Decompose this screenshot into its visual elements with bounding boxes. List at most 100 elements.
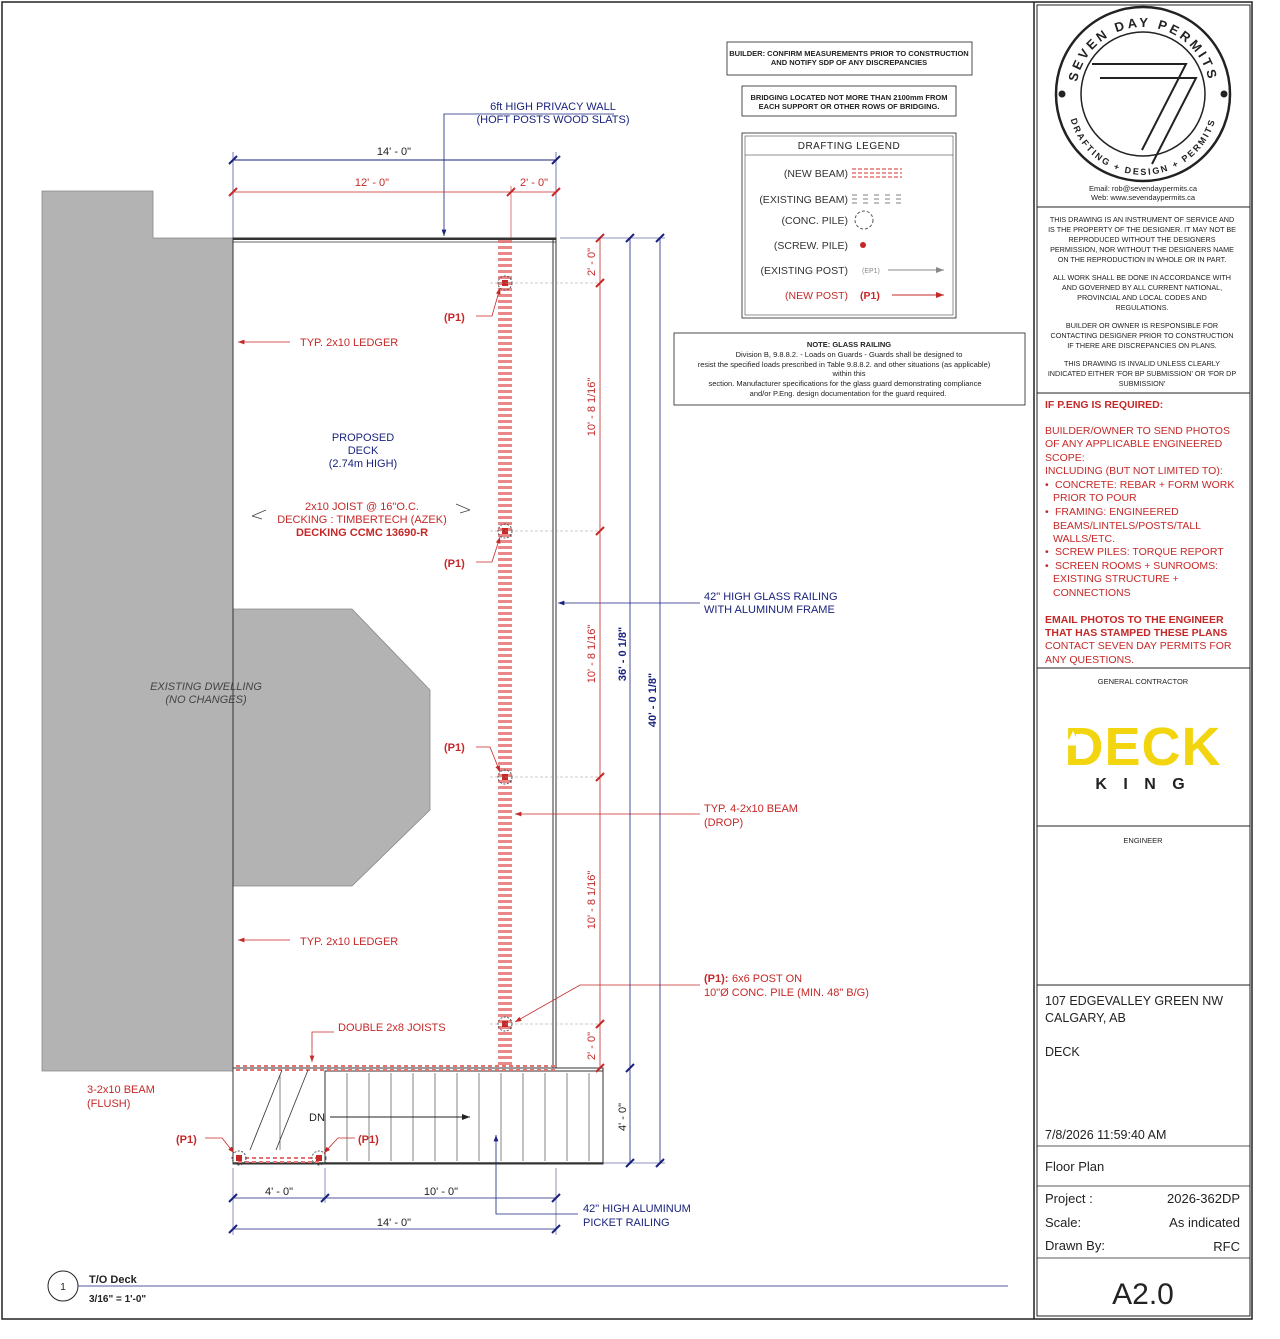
svg-text:FRAMING: ENGINEERED: FRAMING: ENGINEERED	[1055, 506, 1179, 518]
glass-railing-note-box	[673, 332, 1026, 406]
ledger-label-top: TYP. 2x10 LEDGER	[300, 337, 398, 349]
svg-text:THIS DRAWING IS AN INSTRUMENT: THIS DRAWING IS AN INSTRUMENT OF SERVICE…	[1050, 215, 1234, 224]
post-tag-3: (P1)	[444, 742, 465, 754]
existing-dwelling-label: EXISTING DWELLING	[150, 681, 262, 693]
lower-landing	[232, 1067, 604, 1165]
picket-railing-label: 42" HIGH ALUMINUM	[583, 1203, 691, 1215]
sheet-name: Floor Plan	[1045, 1159, 1104, 1174]
issue-datetime: 7/8/2026 11:59:40 AM	[1045, 1128, 1166, 1142]
svg-text:BEAMS/LINTELS/POSTS/TALL: BEAMS/LINTELS/POSTS/TALL	[1053, 520, 1201, 532]
decking-ccmc: DECKING CCMC 13690-R	[296, 527, 428, 539]
svg-text:•: •	[1045, 479, 1049, 491]
legend-screw-pile: (SCREW. PILE)	[774, 240, 848, 252]
privacy-wall-label: 6ft HIGH PRIVACY WALL	[490, 101, 616, 113]
svg-text:IS THE PROPERTY OF THE DESIGNE: IS THE PROPERTY OF THE DESIGNER. IT MAY …	[1048, 225, 1236, 234]
legend-new-post: (NEW POST)	[785, 290, 848, 302]
dim-bot-b: 10' - 0"	[424, 1186, 458, 1198]
glass-railing-note-line3: within this	[832, 369, 866, 378]
drop-beam	[498, 238, 512, 1068]
drawn-value: RFC	[1213, 1239, 1240, 1254]
peng-email-line1: EMAIL PHOTOS TO THE ENGINEER	[1045, 614, 1224, 626]
project-value: 2026-362DP	[1167, 1191, 1240, 1206]
glass-railing-note-line5: and/or P.Eng. design documentation for t…	[750, 389, 947, 398]
svg-text:K I N G: K I N G	[1095, 776, 1190, 793]
builder-confirm-line2: AND NOTIFY SDP OF ANY DISCREPANCIES	[771, 58, 927, 67]
glass-railing-label: 42" HIGH GLASS RAILING	[704, 591, 838, 603]
legend-conc-pile-symbol	[854, 210, 874, 230]
legend-title: DRAFTING LEGEND	[798, 141, 901, 152]
disclaimer: THIS DRAWING IS AN INSTRUMENT OF SERVICE…	[1048, 215, 1237, 388]
beam-callout-label: TYP. 4-2x10 BEAM	[704, 803, 798, 815]
svg-text:SCOPE:: SCOPE:	[1045, 452, 1085, 464]
svg-text:•: •	[1045, 506, 1049, 518]
svg-text:INCLUDING (BUT NOT LIMITED TO): INCLUDING (BUT NOT LIMITED TO):	[1045, 465, 1223, 477]
dim-v-10b: 10' - 8 1/16"	[586, 625, 598, 684]
sheet-number: A2.0	[1112, 1278, 1174, 1311]
flush-beam-sublabel: (FLUSH)	[87, 1098, 130, 1110]
svg-text:REPRODUCED WITHOUT THE DESIGNE: REPRODUCED WITHOUT THE DESIGNERS	[1068, 235, 1215, 244]
flush-beam-label: 3-2x10 BEAM	[87, 1084, 155, 1096]
glass-railing-note-line4: section. Manufacturer specifications for…	[708, 379, 981, 388]
double-joists-label: DOUBLE 2x8 JOISTS	[338, 1022, 446, 1034]
dim-top-b: 2' - 0"	[520, 177, 548, 189]
peng-email-line2: THAT HAS STAMPED THESE PLANS	[1045, 627, 1227, 639]
peng-intro: BUILDER/OWNER TO SEND PHOTOS OF ANY APPL…	[1045, 425, 1230, 477]
svg-text:AND GOVERNED BY ALL CURRENT NA: AND GOVERNED BY ALL CURRENT NATIONAL,	[1062, 283, 1222, 292]
svg-text:THIS DRAWING IS INVALID UNLESS: THIS DRAWING IS INVALID UNLESS CLEARLY	[1064, 359, 1220, 368]
beam-callout-sublabel: (DROP)	[704, 817, 743, 829]
dim-top-total: 14' - 0"	[377, 146, 411, 158]
contact-email: Email: rob@sevendaypermits.ca	[1089, 184, 1198, 193]
svg-text:CONCRETE: REBAR + FORM WORK: CONCRETE: REBAR + FORM WORK	[1055, 479, 1234, 491]
dim-v-2a: 2' - 0"	[586, 248, 598, 276]
legend-screw-pile-symbol	[860, 242, 866, 248]
project-name: DECK	[1045, 1045, 1080, 1059]
proposed-deck-label-2: DECK	[348, 445, 379, 457]
legend-existing-post-tag: (EP1)	[862, 268, 880, 275]
bridging-line2: EACH SUPPORT OR OTHER ROWS OF BRIDGING.	[759, 102, 940, 111]
crown-icon	[1060, 730, 1086, 746]
peng-items: • CONCRETE: REBAR + FORM WORK PRIOR TO P…	[1045, 479, 1234, 599]
dim-top-a: 12' - 0"	[355, 177, 389, 189]
contact-web: Web: www.sevendaypermits.ca	[1091, 193, 1196, 202]
glass-railing-note-line1: Division B, 9.8.8.2. - Loads on Guards -…	[736, 350, 963, 359]
privacy-wall-sublabel: (HOFT POSTS WOOD SLATS)	[477, 114, 630, 126]
svg-text:SCREW PILES: TORQUE REPORT: SCREW PILES: TORQUE REPORT	[1055, 546, 1224, 558]
proposed-deck-label: PROPOSED	[332, 432, 394, 444]
svg-text:SCREEN ROOMS + SUNROOMS:: SCREEN ROOMS + SUNROOMS:	[1055, 560, 1218, 572]
dim-bot-a: 4' - 0"	[265, 1186, 293, 1198]
svg-text:BUILDER/OWNER TO SEND PHOTOS: BUILDER/OWNER TO SEND PHOTOS	[1045, 425, 1230, 437]
svg-text:WALLS/ETC.: WALLS/ETC.	[1053, 533, 1115, 545]
svg-text:•: •	[1045, 546, 1049, 558]
dim-v-36: 36' - 0 1/8"	[617, 627, 629, 681]
svg-text:INDICATED EITHER 'FOR BP SUBMI: INDICATED EITHER 'FOR BP SUBMISSION' OR …	[1048, 369, 1237, 378]
engineer-label: ENGINEER	[1123, 836, 1163, 845]
builder-confirm-box	[726, 41, 973, 76]
dim-v-10a: 10' - 8 1/16"	[586, 378, 598, 437]
svg-text:CONTACTING DESIGNER PRIOR TO C: CONTACTING DESIGNER PRIOR TO CONSTRUCTIO…	[1051, 331, 1234, 340]
scale-value: As indicated	[1169, 1215, 1240, 1230]
svg-text:EXISTING STRUCTURE +: EXISTING STRUCTURE +	[1053, 573, 1179, 585]
post-tag-1: (P1)	[444, 312, 465, 324]
dim-bot-total: 14' - 0"	[377, 1217, 411, 1229]
glass-railing-sublabel: WITH ALUMINUM FRAME	[704, 604, 835, 616]
svg-text:SUBMISSION': SUBMISSION'	[1119, 379, 1166, 388]
legend-box	[741, 132, 957, 319]
bridging-line1: BRIDGING LOCATED NOT MORE THAN 2100mm FR…	[751, 93, 948, 102]
stair-down-label: DN	[309, 1112, 325, 1124]
post-tag-4: (P1)	[176, 1134, 197, 1146]
post-callout-tag: (P1):	[704, 973, 728, 985]
general-contractor-label: GENERAL CONTRACTOR	[1098, 677, 1189, 686]
deck-king-logo: DECK K I N G	[1060, 717, 1221, 793]
drawn-label: Drawn By:	[1045, 1238, 1105, 1253]
dim-v-40: 40' - 0 1/8"	[647, 673, 659, 727]
legend-conc-pile: (CONC. PILE)	[781, 215, 848, 227]
glass-railing-note-title: NOTE: GLASS RAILING	[807, 340, 891, 349]
legend-new-beam: (NEW BEAM)	[784, 168, 848, 180]
svg-text:REGULATIONS.: REGULATIONS.	[1116, 303, 1169, 312]
svg-text:CONNECTIONS: CONNECTIONS	[1053, 587, 1131, 599]
legend-existing-post: (EXISTING POST)	[760, 265, 848, 277]
builder-confirm-line1: BUILDER: CONFIRM MEASUREMENTS PRIOR TO C…	[729, 49, 968, 58]
post-callout-label: 6x6 POST ON	[732, 973, 802, 985]
project-label: Project :	[1045, 1191, 1093, 1206]
